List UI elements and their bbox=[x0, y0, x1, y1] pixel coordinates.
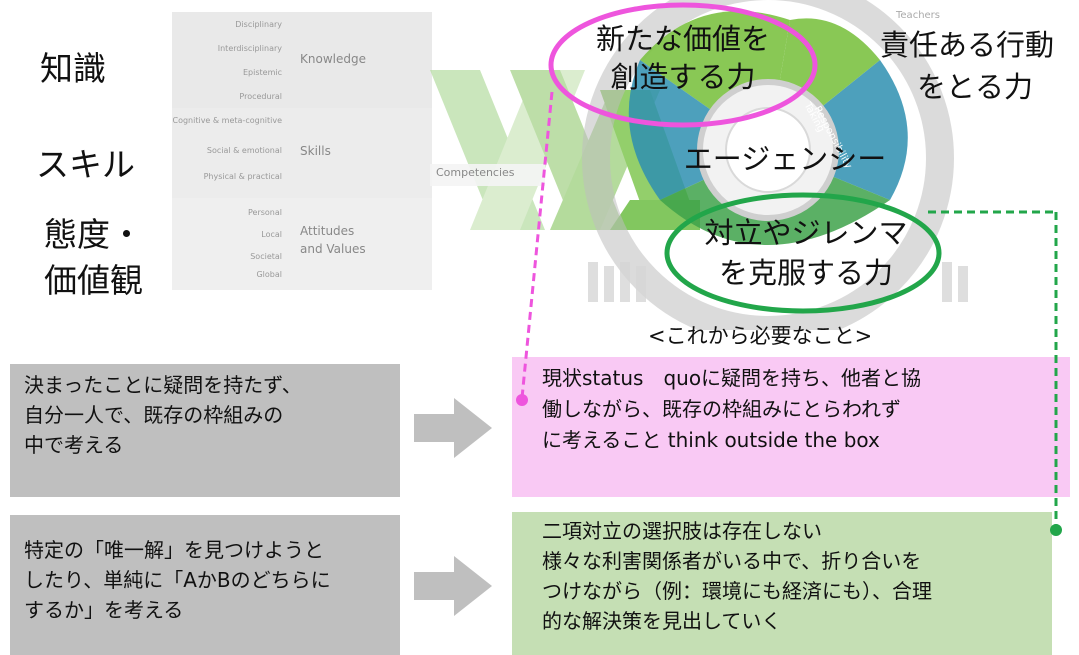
row1-arrow-icon bbox=[414, 398, 492, 458]
overcome-dilemma-text-2: を克服する力 bbox=[718, 256, 893, 290]
row2-left-line-2: したり、単純に「AかBのどちらに bbox=[24, 568, 331, 592]
knowledge-line-2: Interdisciplinary bbox=[217, 44, 282, 53]
row2-old-thinking-box: 特定の「唯一解」を見つけようと したり、単純に「AかBのどちらに するか」を考え… bbox=[10, 515, 400, 655]
knowledge-line-3: Epistemic bbox=[243, 68, 282, 77]
row2-arrow-icon bbox=[414, 556, 492, 616]
row2-right-line-3: つけながら（例：環境にも経済にも）、合理 bbox=[542, 579, 932, 603]
label-attitudes-jp-2: 価値観 bbox=[44, 261, 143, 300]
knowledge-line-4: Procedural bbox=[239, 92, 282, 101]
row1-left-line-3: 中で考える bbox=[24, 433, 124, 457]
skills-line-1: Cognitive & meta-cognitive bbox=[172, 116, 282, 125]
row2-right-line-2: 様々な利害関係者がいる中で、折り合いを bbox=[542, 549, 922, 573]
label-skills-jp: スキル bbox=[36, 145, 135, 184]
row1-left-line-2: 自分一人で、既存の枠組みの bbox=[24, 403, 284, 427]
row1-right-line-3: に考えること think outside the box bbox=[542, 428, 880, 452]
band-knowledge: Disciplinary Interdisciplinary Epistemic… bbox=[172, 12, 432, 124]
row1-old-thinking-box: 決まったことに疑問を持たず、 自分一人で、既存の枠組みの 中で考える bbox=[10, 364, 400, 497]
attitudes-line-4: Global bbox=[256, 270, 282, 279]
skills-label: Skills bbox=[300, 144, 331, 158]
attitudes-label-1: Attitudes bbox=[300, 224, 355, 238]
attitudes-line-3: Societal bbox=[250, 252, 282, 261]
row2-right-line-4: 的な解決策を見出していく bbox=[542, 609, 782, 633]
row1-new-thinking-box: 現状status quoに疑問を持ち、他者と協 働しながら、既存の枠組みにとらわ… bbox=[512, 357, 1070, 497]
section-caption: <これから必要なこと> bbox=[648, 324, 873, 348]
attitudes-line-2: Local bbox=[261, 230, 282, 239]
create-value-text-1: 新たな価値を bbox=[595, 22, 770, 56]
row2-left-line-3: するか」を考える bbox=[24, 598, 184, 622]
overcome-dilemma-text-1: 対立やジレンマ bbox=[704, 216, 908, 250]
row2-left-line-1: 特定の「唯一解」を見つけようと bbox=[24, 538, 324, 562]
band-skills: Cognitive & meta-cognitive Social & emot… bbox=[172, 108, 432, 198]
create-value-text-2: 創造する力 bbox=[610, 60, 756, 94]
responsible-action-text-2: をとる力 bbox=[916, 70, 1033, 104]
knowledge-line-1: Disciplinary bbox=[235, 20, 282, 29]
attitudes-label-2: and Values bbox=[300, 242, 366, 256]
label-attitudes-jp-1: 態度・ bbox=[44, 215, 143, 254]
competencies-label: Competencies bbox=[436, 166, 515, 179]
row1-left-line-1: 決まったことに疑問を持たず、 bbox=[24, 373, 302, 397]
row2-new-thinking-box: 二項対立の選択肢は存在しない 様々な利害関係者がいる中で、折り合いを つけながら… bbox=[512, 512, 1052, 655]
row1-right-line-2: 働しながら、既存の枠組みにとらわれず bbox=[542, 397, 901, 421]
wheel-small-teachers: Teachers bbox=[896, 10, 940, 21]
row1-right-line-1: 現状status quoに疑問を持ち、他者と協 bbox=[542, 366, 922, 390]
knowledge-label: Knowledge bbox=[300, 52, 366, 66]
responsible-action-text-1: 責任ある行動 bbox=[879, 28, 1054, 62]
agency-center-text: エージェンシー bbox=[683, 142, 887, 176]
band-attitudes: Personal Local Societal Global Attitudes… bbox=[172, 198, 432, 290]
label-knowledge-jp: 知識 bbox=[40, 49, 106, 88]
row2-right-line-1: 二項対立の選択肢は存在しない bbox=[542, 519, 822, 543]
skills-line-3: Physical & practical bbox=[203, 172, 282, 181]
attitudes-line-1: Personal bbox=[247, 208, 282, 217]
competencies-braid-and-wheel bbox=[430, 0, 968, 330]
skills-line-2: Social & emotional bbox=[206, 146, 282, 155]
